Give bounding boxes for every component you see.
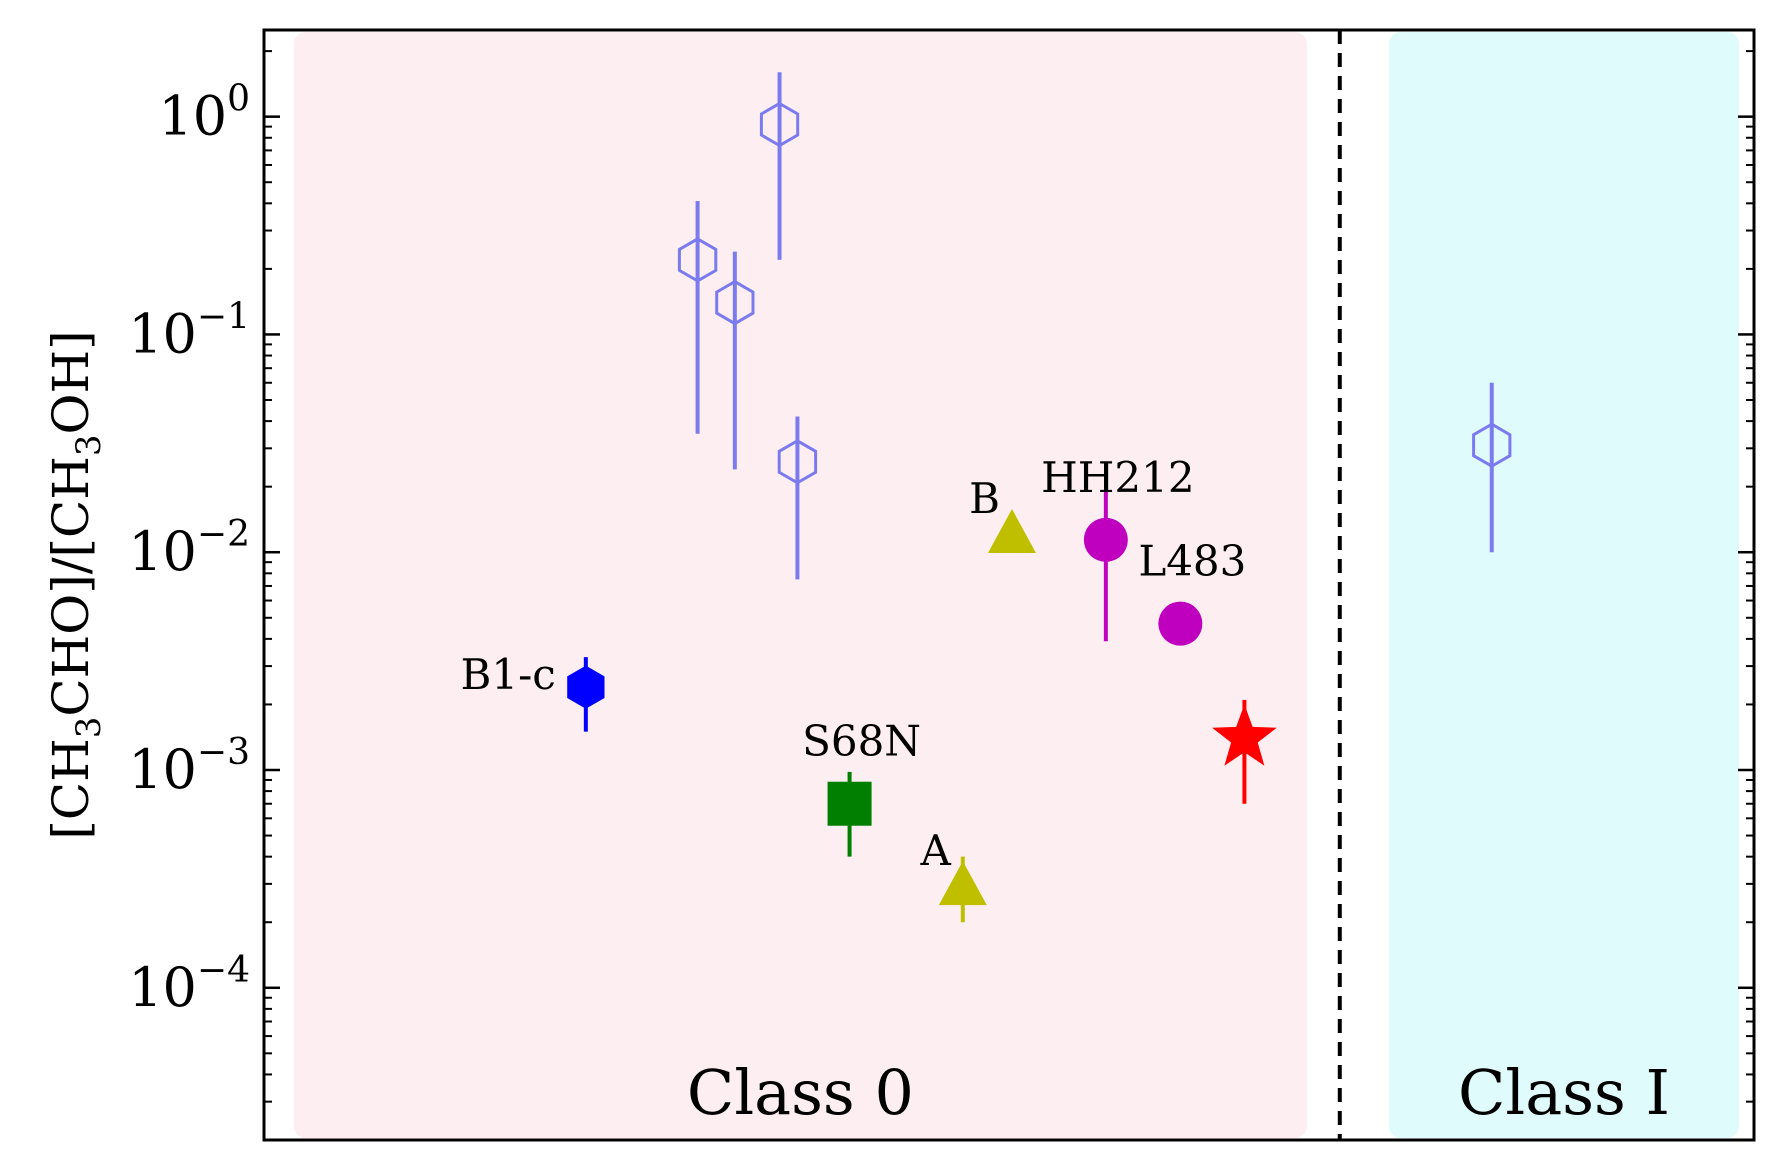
y-tick-label: 10−3: [128, 732, 250, 801]
y-axis-label: [CH3CHO]/[CH3OH]: [42, 330, 109, 839]
data-point-5: [777, 416, 818, 580]
point-label-s68n: S68N: [802, 717, 921, 766]
point-label-l483: L483: [1138, 537, 1246, 586]
data-point-hh212: [1083, 491, 1128, 642]
hexagon-marker: [759, 101, 800, 148]
circle-marker: [1158, 601, 1203, 646]
data-points: [567, 72, 1512, 923]
data-point-b: [987, 508, 1036, 553]
data-point-a: [938, 856, 987, 923]
region-label-class-0: Class 0: [687, 1056, 914, 1129]
data-point-12: [1472, 382, 1512, 553]
plot-frame: [262, 28, 1756, 1142]
data-point-4: [759, 72, 800, 260]
data-point-l483: [1158, 601, 1203, 646]
ylabel-sub-1: 3: [69, 717, 109, 739]
hexagon-marker: [1472, 422, 1512, 468]
data-point-b1-c: [567, 657, 605, 732]
data-point-11: [1212, 699, 1277, 804]
point-label-a: A: [919, 826, 951, 875]
hexagon-marker: [677, 237, 718, 283]
ylabel-part-3: OH]: [42, 330, 100, 434]
circle-marker: [1083, 517, 1128, 562]
y-tick-label: 10−2: [128, 514, 250, 583]
region-label-class-i: Class I: [1458, 1056, 1670, 1129]
y-tick-label: 10−1: [128, 296, 250, 365]
ylabel-part-2: CHO]/[CH: [42, 456, 100, 717]
data-point-s68n: [827, 771, 872, 857]
triangle-marker: [938, 861, 987, 906]
class-regions: Class 0 Class I: [293, 32, 1740, 1138]
region-class-0: [293, 32, 1307, 1138]
hexagon-marker: [777, 439, 818, 485]
ylabel-sub-2: 3: [69, 434, 109, 456]
y-tick-label: 100: [158, 79, 250, 148]
data-point-2: [677, 200, 718, 434]
point-label-hh212: HH212: [1041, 453, 1194, 502]
point-label-b1-c: B1-c: [461, 650, 556, 699]
data-point-3: [715, 251, 755, 470]
square-marker: [827, 781, 872, 826]
hexagon-marker: [567, 665, 605, 709]
triangle-marker: [987, 508, 1036, 553]
star-marker: [1212, 704, 1277, 766]
y-tick-label: 10−4: [128, 950, 250, 1019]
region-class-i: [1388, 32, 1740, 1138]
y-axis-ticks: 100 10−1 10−2 10−3 10−4: [128, 50, 1754, 1103]
hexagon-marker: [715, 279, 755, 326]
ylabel-part-1: [CH: [42, 738, 100, 839]
point-label-b: B: [969, 474, 1000, 523]
